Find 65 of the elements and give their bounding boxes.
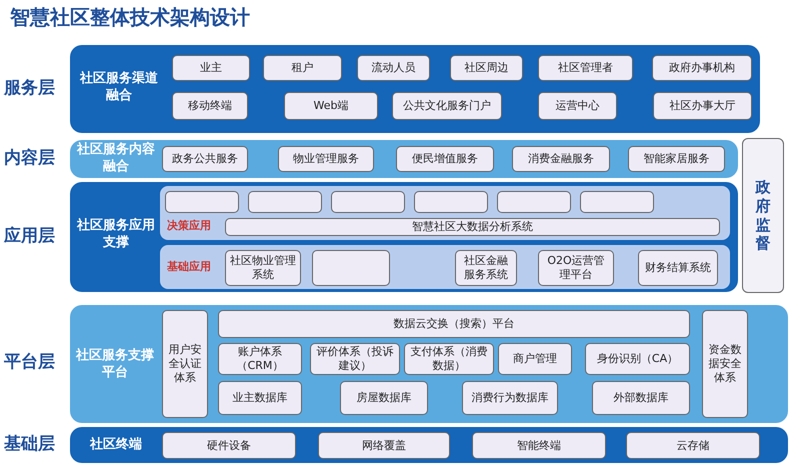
layer-name: 平台层 — [4, 351, 55, 373]
empty-module-box — [165, 191, 239, 213]
layer-panel — [70, 427, 788, 463]
layer-name: 基础层 — [4, 433, 55, 455]
module-box: 账户体系（CRM） — [218, 343, 302, 375]
module-box: 消费金融服务 — [512, 146, 610, 172]
module-box: 智能终端 — [472, 432, 606, 459]
layer-name: 服务层 — [4, 77, 55, 99]
module-box: 云存储 — [626, 432, 760, 459]
supervision-column: 政府监督 — [742, 138, 784, 293]
module-box: O2O运营管理平台 — [538, 250, 614, 286]
layer-title: 社区服务内容融合 — [76, 141, 156, 176]
module-box: 财务结算系统 — [638, 250, 718, 286]
empty-module-box — [580, 191, 654, 213]
module-box: 政务公共服务 — [162, 146, 248, 172]
layer-panel — [70, 305, 788, 423]
layer-panel — [70, 140, 738, 178]
empty-module-box — [331, 191, 405, 213]
module-box: 便民增值服务 — [396, 146, 494, 172]
module-box: 智慧社区大数据分析系统 — [225, 218, 720, 236]
layer-title: 社区终端 — [88, 436, 143, 454]
module-box: 智能家居服务 — [628, 146, 725, 172]
band-title: 决策应用 — [166, 218, 212, 234]
layer-name: 内容层 — [4, 147, 55, 169]
module-box: 业主 — [172, 55, 250, 81]
layer-name: 应用层 — [4, 225, 55, 247]
layer-panel — [70, 182, 738, 292]
sub-band — [160, 245, 730, 289]
module-box: 评价体系（投诉建议） — [310, 343, 400, 375]
module-box: 支付体系（消费数据） — [404, 343, 494, 375]
module-box: 业主数据库 — [218, 381, 302, 415]
band-title: 基础应用 — [166, 258, 212, 275]
module-box: 房屋数据库 — [340, 381, 428, 415]
module-box: 硬件设备 — [162, 432, 296, 459]
module-box: 社区金融服务系统 — [455, 250, 517, 286]
module-box: 数据云交换（搜索）平台 — [218, 310, 690, 338]
module-box: 政府办事机构 — [652, 55, 752, 81]
module-box: 外部数据库 — [592, 381, 690, 415]
sub-band — [160, 186, 730, 240]
layer-title: 社区服务支撑平台 — [74, 347, 155, 382]
module-box: 身份识别（CA） — [585, 343, 690, 375]
layer-title: 社区服务应用支撑 — [76, 216, 156, 252]
layer-panel — [70, 45, 760, 133]
empty-module-box — [312, 250, 390, 286]
module-box: 消费行为数据库 — [462, 381, 558, 415]
module-box: Web端 — [284, 92, 378, 120]
empty-module-box — [248, 191, 322, 213]
module-box: 社区管理者 — [538, 55, 633, 81]
module-box: 物业管理服务 — [278, 146, 374, 172]
layer-title: 社区服务渠道融合 — [78, 70, 159, 105]
module-box: 移动终端 — [172, 92, 248, 120]
module-box: 运营中心 — [538, 92, 617, 120]
module-box: 租户 — [263, 55, 342, 81]
module-box: 流动人员 — [357, 55, 430, 81]
empty-module-box — [414, 191, 488, 213]
diagram-title: 智慧社区整体技术架构设计 — [10, 4, 250, 31]
module-box: 社区办事大厅 — [653, 92, 752, 120]
module-box: 资金数据安全体系 — [702, 310, 748, 418]
module-box: 社区周边 — [450, 55, 523, 81]
module-box: 商户管理 — [498, 343, 572, 375]
module-box: 公共文化服务门户 — [392, 92, 502, 120]
module-box: 社区物业管理系统 — [225, 250, 301, 286]
empty-module-box — [497, 191, 571, 213]
module-box: 网络覆盖 — [318, 432, 450, 459]
module-box: 用户安全认证体系 — [162, 310, 208, 418]
